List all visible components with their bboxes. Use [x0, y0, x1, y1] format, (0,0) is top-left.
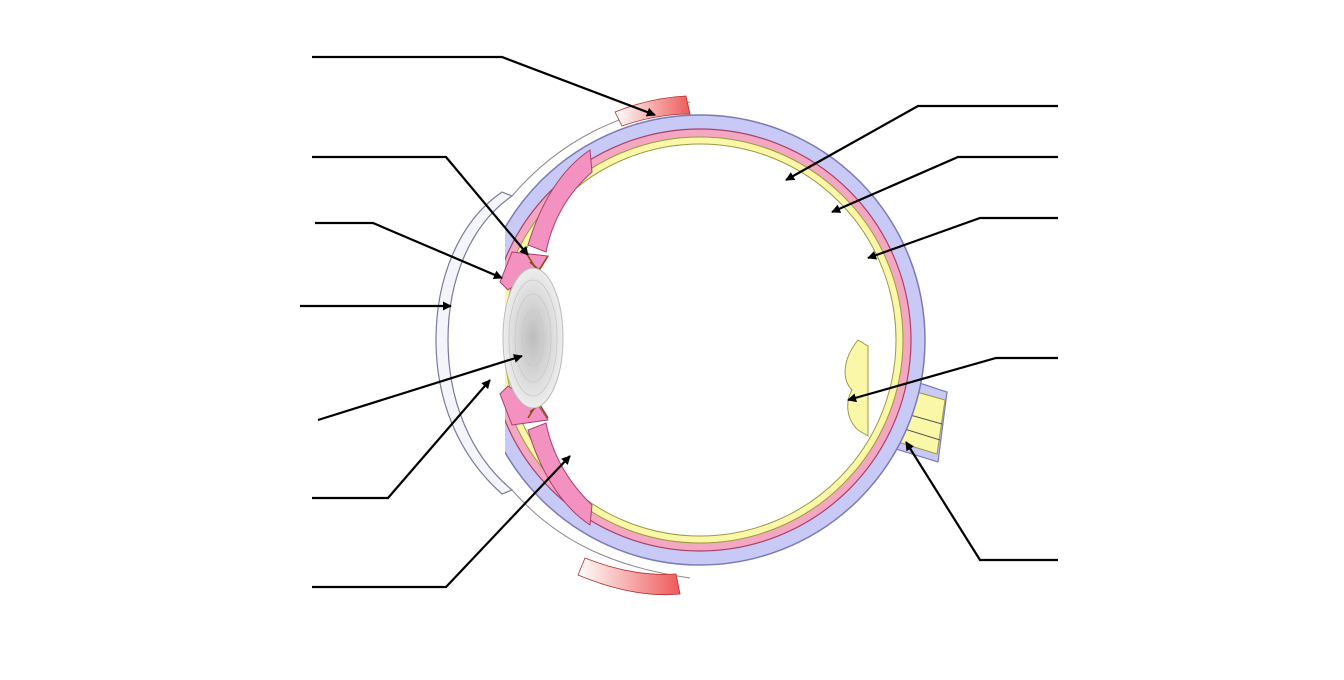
- leader-lens: [317, 354, 523, 422]
- label-leader-lines: [300, 55, 1058, 589]
- leader-pupil: [312, 379, 491, 500]
- lens: [502, 267, 564, 409]
- vitreous-humour: [505, 143, 897, 537]
- leader-choroid: [831, 155, 1058, 214]
- leader-iris: [315, 221, 503, 280]
- leader-optic-nerve: [905, 441, 1058, 562]
- leader-sclera: [867, 216, 1058, 260]
- blind-spot: [844, 339, 869, 437]
- leader-eye-muscle: [312, 55, 656, 117]
- cornea: [435, 191, 514, 495]
- conjunctiva-bottom: [511, 489, 691, 579]
- leader-retina: [785, 104, 1058, 181]
- ciliary-body: [527, 149, 593, 253]
- leader-ciliary-body: [312, 155, 529, 256]
- leader-blind-spot: [847, 356, 1058, 403]
- eye-muscle-bottom: [577, 557, 681, 596]
- ciliary-body-bottom: [527, 422, 593, 526]
- leader-vitreous-humour: [312, 455, 571, 589]
